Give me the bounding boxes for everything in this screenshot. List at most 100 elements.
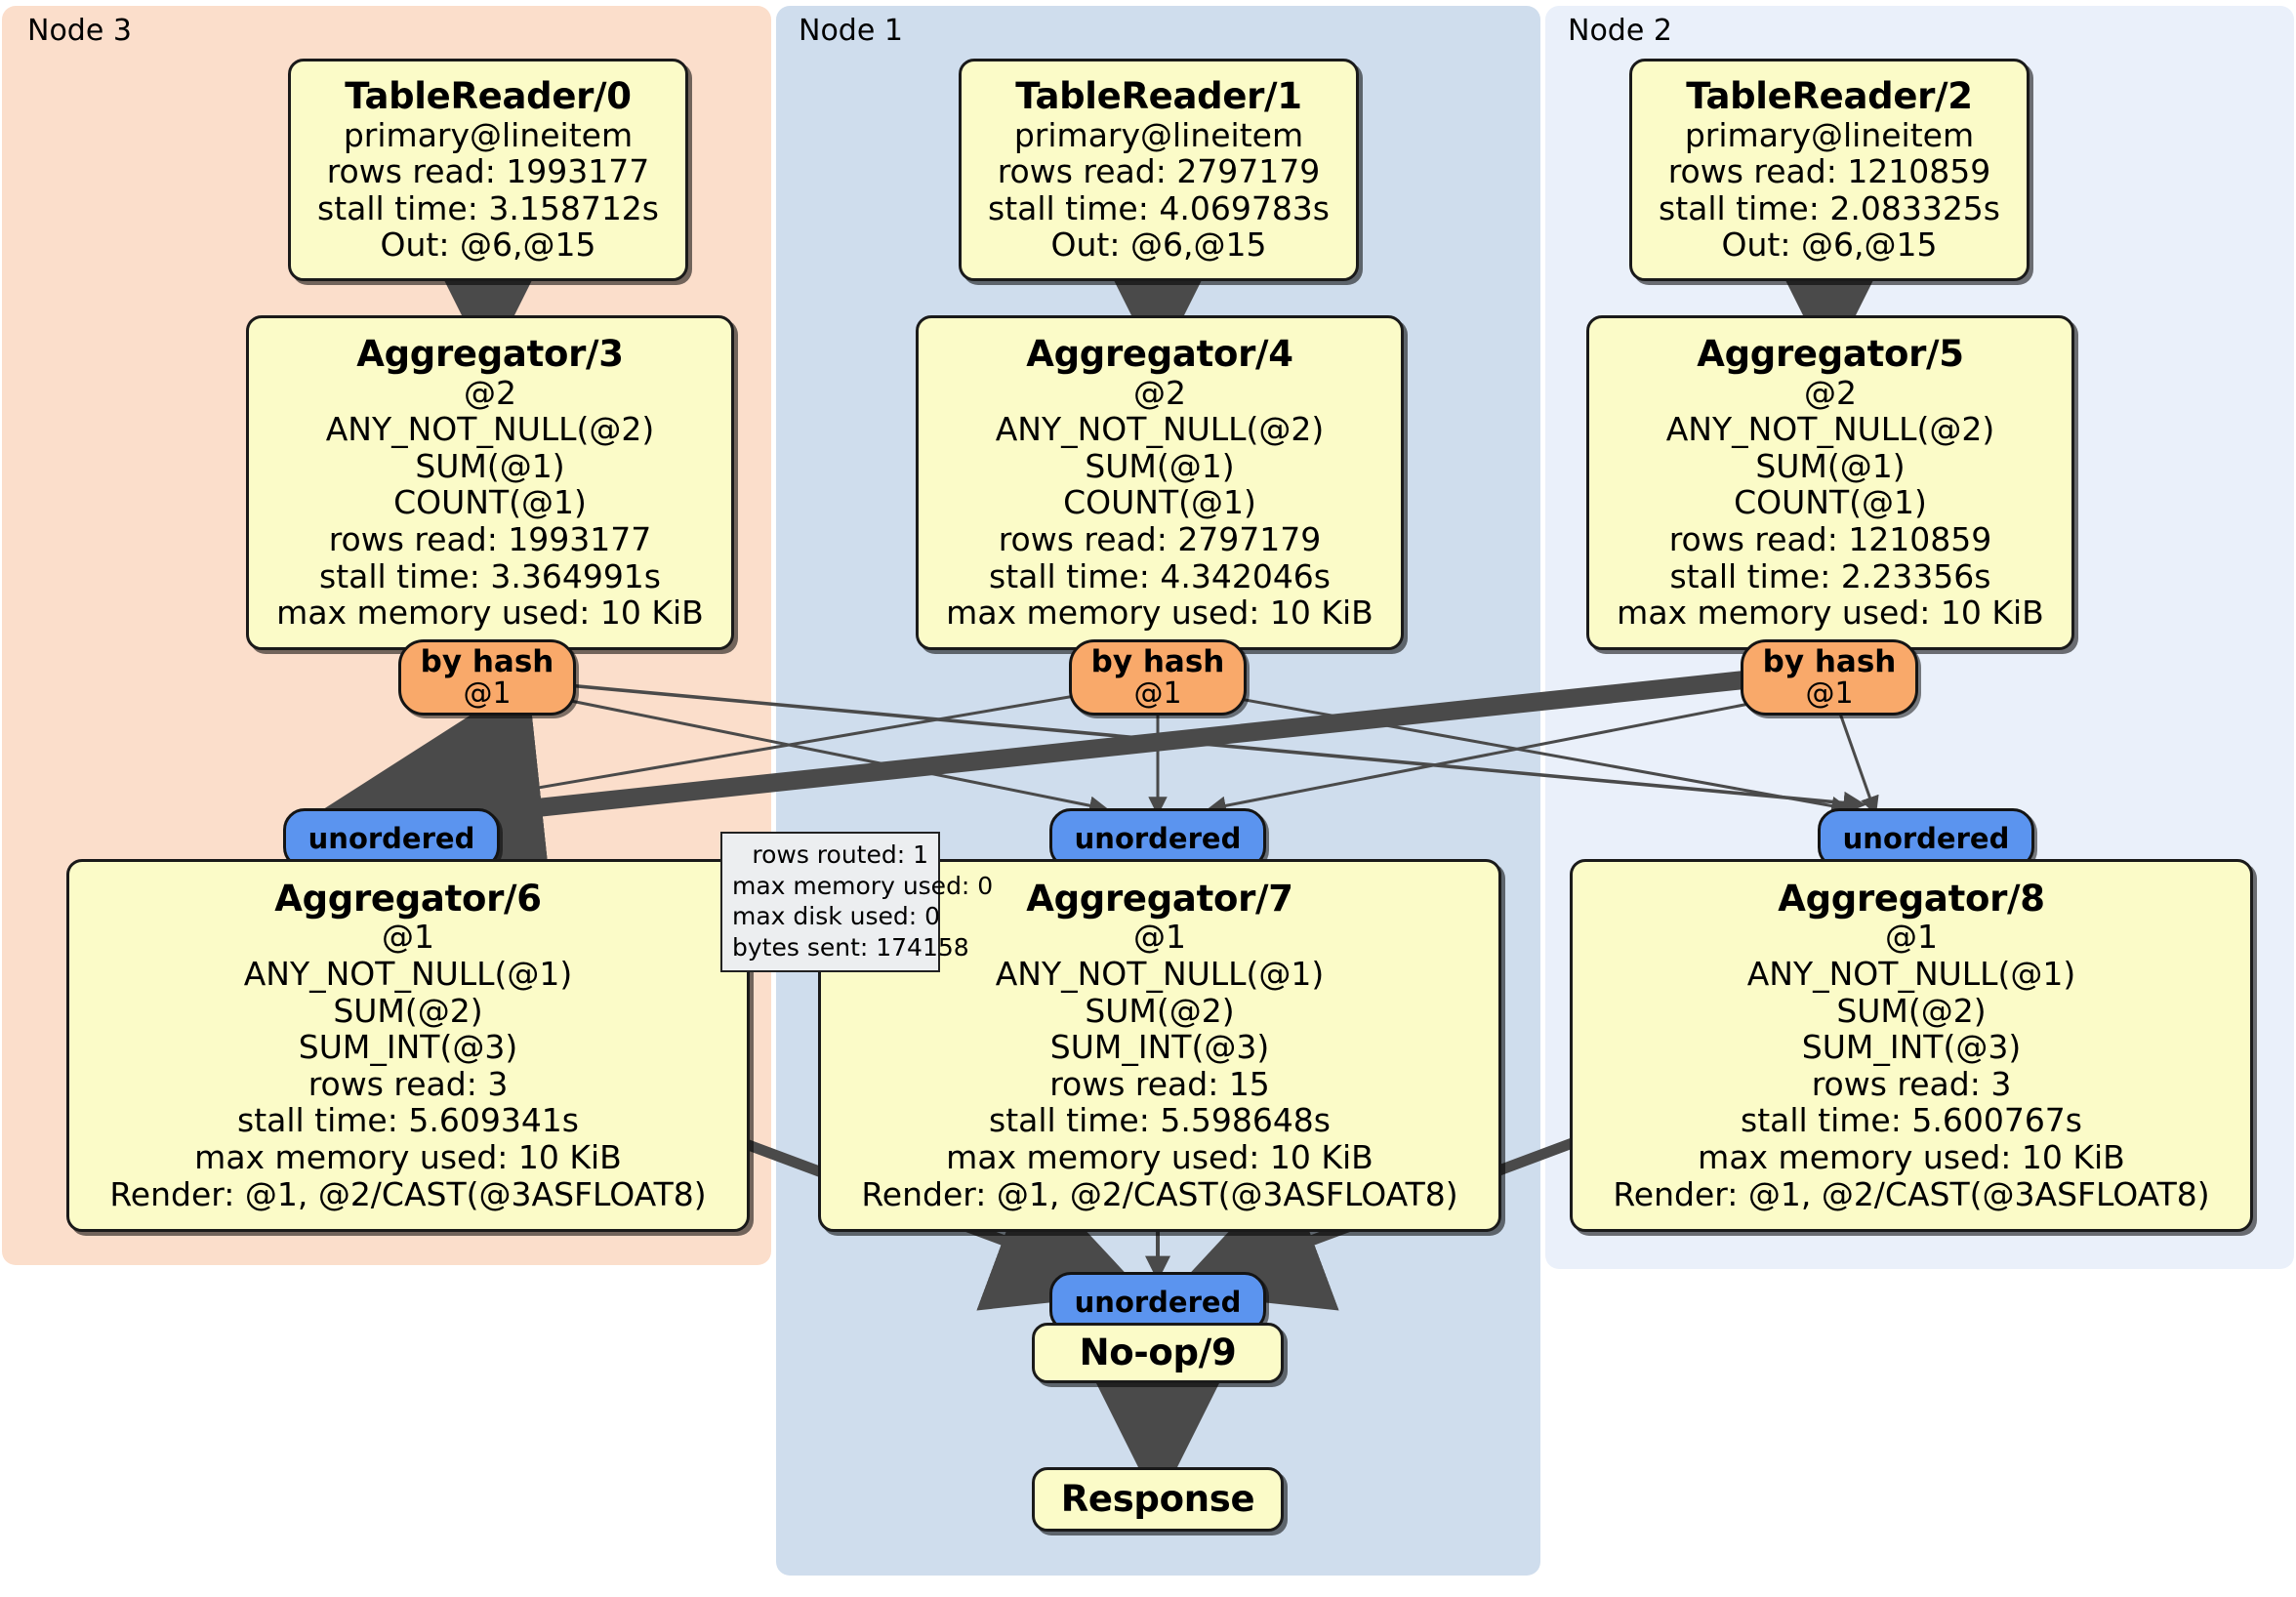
node-line: primary@lineitem	[1013, 115, 1304, 154]
router-subtitle: @1	[1805, 676, 1854, 711]
node-line: ANY_NOT_NULL(@2)	[1665, 410, 1995, 449]
node-line: SUM(@2)	[333, 991, 483, 1030]
node-title: Aggregator/5	[1697, 333, 1964, 376]
node-line: @1	[1133, 918, 1186, 957]
router-subtitle: @1	[463, 676, 512, 711]
node-line: stall time: 5.600767s	[1741, 1101, 2082, 1140]
router-title: by hash	[1762, 643, 1897, 679]
node-line: max memory used: 10 KiB	[194, 1137, 622, 1176]
node-line: rows read: 2797179	[997, 152, 1321, 191]
node-line: rows read: 1993177	[328, 520, 652, 559]
node-line: max memory used: 10 KiB	[1617, 594, 2044, 633]
node-line: COUNT(@1)	[393, 483, 587, 522]
node-aggregator6[interactable]: Aggregator/6 @1 ANY_NOT_NULL(@1) SUM(@2)…	[66, 859, 750, 1232]
node-tablereader2[interactable]: TableReader/2 primary@lineitem rows read…	[1629, 59, 2030, 281]
node-line: ANY_NOT_NULL(@1)	[1746, 954, 2076, 993]
node-line: Render: @1, @2/CAST(@3ASFLOAT8)	[1613, 1174, 2210, 1213]
node-title: Aggregator/3	[356, 333, 624, 376]
node-line: @2	[464, 373, 516, 412]
router-byhash-node2[interactable]: by hash @1	[1741, 639, 1918, 716]
router-title: by hash	[420, 643, 554, 679]
node-title: TableReader/2	[1686, 75, 1973, 118]
node-title: Response	[1060, 1478, 1255, 1521]
node-line: rows read: 1210859	[1667, 152, 1991, 191]
node-line: @2	[1133, 373, 1186, 412]
stat-max-memory-used: max memory used: 0	[732, 871, 994, 900]
node-line: rows read: 3	[1811, 1064, 2012, 1103]
node-aggregator3[interactable]: Aggregator/3 @2 ANY_NOT_NULL(@2) SUM(@1)…	[246, 315, 734, 650]
node-line: rows read: 15	[1049, 1064, 1270, 1103]
node-line: ANY_NOT_NULL(@1)	[995, 954, 1325, 993]
node-line: SUM(@2)	[1085, 991, 1235, 1030]
stream-label: unordered	[1074, 1286, 1242, 1319]
node-title: Aggregator/7	[1026, 877, 1293, 920]
node-title: TableReader/0	[345, 75, 632, 118]
node-line: ANY_NOT_NULL(@2)	[995, 410, 1325, 449]
node-line: rows read: 1210859	[1668, 520, 1992, 559]
node-line: rows read: 1993177	[326, 152, 650, 191]
node-line: rows read: 3	[308, 1064, 509, 1103]
node-line: SUM_INT(@3)	[1801, 1028, 2022, 1067]
cluster-label-node1: Node 1	[799, 14, 903, 48]
stream-label: unordered	[1074, 822, 1242, 855]
node-line: max memory used: 10 KiB	[1698, 1137, 2125, 1176]
node-aggregator5[interactable]: Aggregator/5 @2 ANY_NOT_NULL(@2) SUM(@1)…	[1586, 315, 2074, 650]
node-line: stall time: 5.598648s	[989, 1101, 1331, 1140]
router-title: by hash	[1090, 643, 1225, 679]
node-line: SUM(@1)	[415, 446, 565, 485]
node-line: primary@lineitem	[1684, 115, 1975, 154]
node-line: primary@lineitem	[343, 115, 634, 154]
node-tablereader1[interactable]: TableReader/1 primary@lineitem rows read…	[959, 59, 1359, 281]
node-line: Out: @6,@15	[1721, 225, 1938, 265]
node-line: stall time: 2.23356s	[1669, 556, 1991, 595]
node-line: COUNT(@1)	[1063, 483, 1256, 522]
node-line: SUM(@1)	[1085, 446, 1235, 485]
node-line: @2	[1804, 373, 1857, 412]
stat-rows-routed: rows routed: 1	[752, 840, 928, 869]
node-line: SUM(@2)	[1836, 991, 1987, 1030]
node-title: No-op/9	[1079, 1331, 1237, 1374]
node-line: @1	[382, 918, 434, 957]
node-line: Render: @1, @2/CAST(@3ASFLOAT8)	[861, 1174, 1458, 1213]
cluster-label-node3: Node 3	[27, 14, 132, 48]
stream-label: unordered	[1842, 822, 2010, 855]
router-byhash-node1[interactable]: by hash @1	[1069, 639, 1247, 716]
node-line: @1	[1885, 918, 1938, 957]
node-line: ANY_NOT_NULL(@2)	[325, 410, 655, 449]
router-byhash-node3[interactable]: by hash @1	[398, 639, 576, 716]
stat-max-disk-used: max disk used: 0	[732, 902, 941, 930]
stream-label: unordered	[308, 822, 475, 855]
node-line: max memory used: 10 KiB	[946, 594, 1374, 633]
routing-stats-box: rows routed: 1 max memory used: 0 max di…	[720, 832, 994, 972]
cluster-label-node2: Node 2	[1568, 14, 1672, 48]
node-line: SUM(@1)	[1755, 446, 1906, 485]
node-title: Aggregator/8	[1778, 877, 2045, 920]
node-line: stall time: 4.342046s	[989, 556, 1331, 595]
node-line: rows read: 2797179	[998, 520, 1322, 559]
node-title: Aggregator/6	[274, 877, 542, 920]
stream-unordered-final[interactable]: unordered	[1049, 1272, 1266, 1332]
node-response[interactable]: Response	[1032, 1467, 1284, 1532]
node-aggregator4[interactable]: Aggregator/4 @2 ANY_NOT_NULL(@2) SUM(@1)…	[916, 315, 1404, 650]
node-line: Out: @6,@15	[1050, 225, 1267, 265]
stream-unordered-node2[interactable]: unordered	[1818, 808, 2034, 869]
node-line: stall time: 4.069783s	[988, 188, 1330, 227]
node-tablereader0[interactable]: TableReader/0 primary@lineitem rows read…	[288, 59, 688, 281]
stream-unordered-node1[interactable]: unordered	[1049, 808, 1266, 869]
node-aggregator7[interactable]: Aggregator/7 @1 ANY_NOT_NULL(@1) SUM(@2)…	[818, 859, 1501, 1232]
node-line: max memory used: 10 KiB	[276, 594, 704, 633]
node-noop9[interactable]: No-op/9	[1032, 1323, 1284, 1383]
node-line: COUNT(@1)	[1734, 483, 1927, 522]
node-line: stall time: 5.609341s	[237, 1101, 579, 1140]
node-line: SUM_INT(@3)	[1049, 1028, 1270, 1067]
node-line: Render: @1, @2/CAST(@3ASFLOAT8)	[109, 1174, 707, 1213]
stat-bytes-sent: bytes sent: 174158	[732, 932, 969, 962]
node-line: Out: @6,@15	[380, 225, 596, 265]
node-aggregator8[interactable]: Aggregator/8 @1 ANY_NOT_NULL(@1) SUM(@2)…	[1570, 859, 2253, 1232]
node-line: stall time: 3.364991s	[319, 556, 661, 595]
router-subtitle: @1	[1133, 676, 1182, 711]
node-line: stall time: 3.158712s	[317, 188, 659, 227]
node-line: SUM_INT(@3)	[298, 1028, 518, 1067]
node-line: stall time: 2.083325s	[1659, 188, 2000, 227]
